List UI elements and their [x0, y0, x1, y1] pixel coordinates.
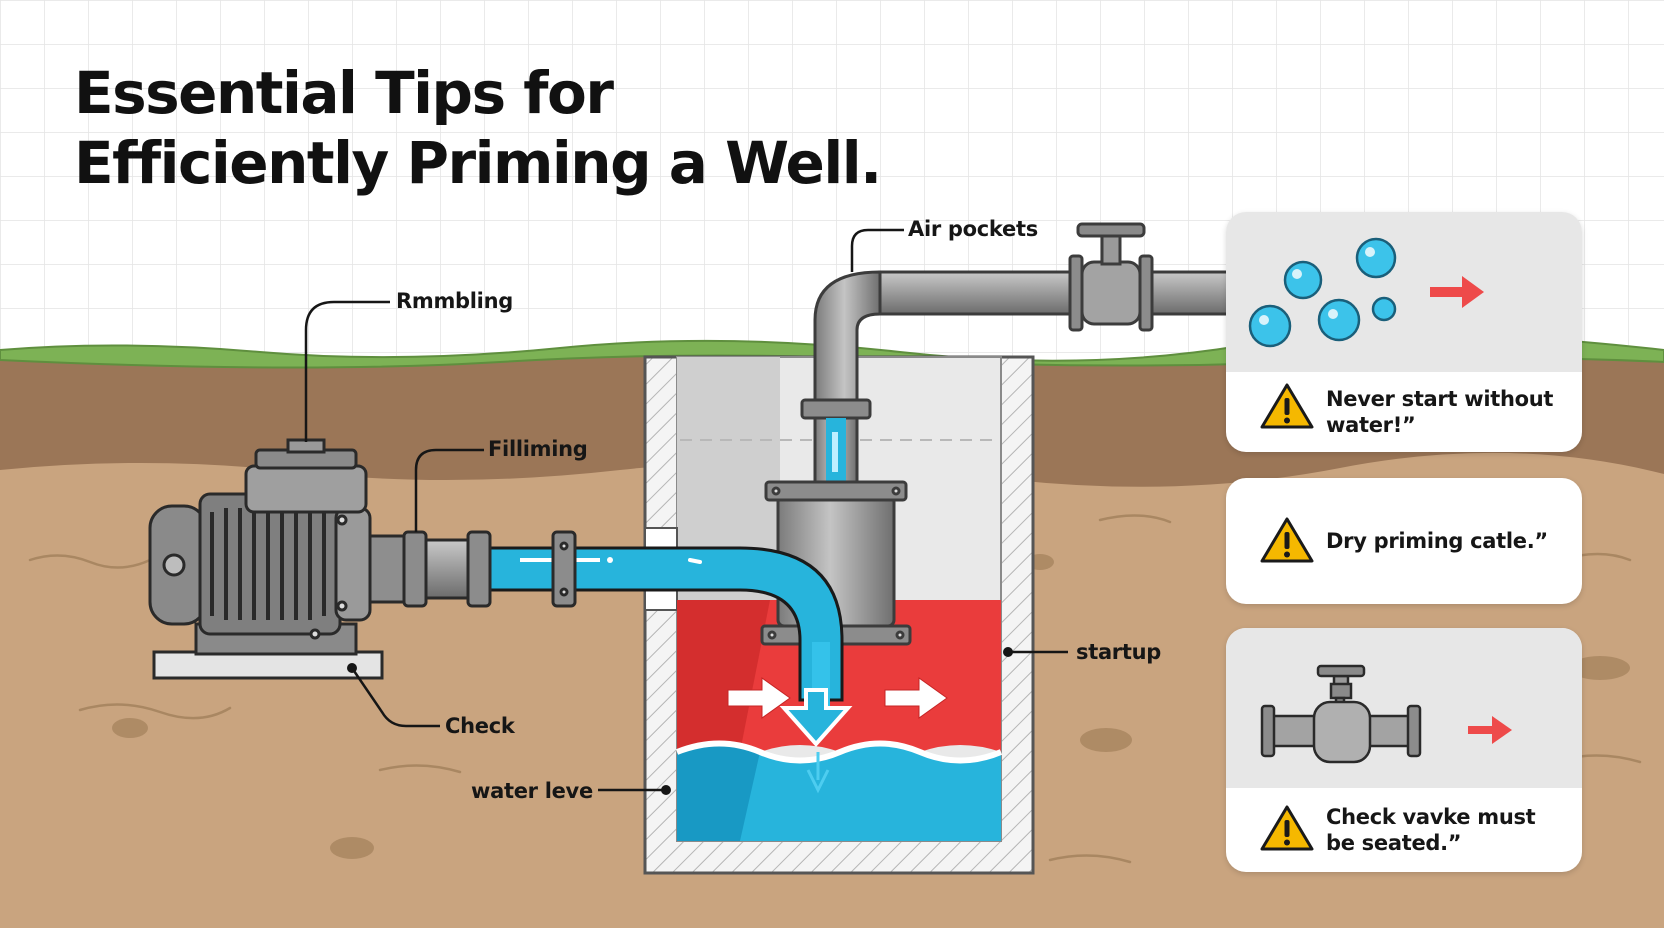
leader-air-pockets: [850, 228, 904, 272]
leader-filming: [414, 448, 484, 532]
motor-pump: [148, 438, 470, 680]
title-line-2: Efficiently Priming a Well.: [74, 129, 882, 197]
leader-lines: [304, 228, 1068, 792]
card-illustration: [1226, 628, 1582, 788]
flow-arrows: [727, 677, 948, 719]
title-line-1: Essential Tips for: [74, 59, 614, 127]
card-text: Never start without water!”: [1326, 387, 1554, 437]
down-arrow-underwater: [806, 752, 830, 794]
well-water: [675, 740, 1003, 841]
warning-icon: [1260, 383, 1314, 429]
tip-card-dry-priming: Dry priming catle.”: [1226, 478, 1582, 604]
warning-icon: [1260, 805, 1314, 851]
leader-dots: [347, 647, 1013, 795]
soil-texture: [28, 514, 1642, 864]
label-startup: startup: [1076, 640, 1161, 664]
warning-icon: [1260, 517, 1314, 563]
gate-valve: [1068, 222, 1154, 332]
air-bubbles-icon: [1248, 237, 1484, 348]
page-title: Essential Tips for Efficiently Priming a…: [74, 58, 882, 198]
label-check: Check: [445, 714, 515, 738]
suction-flanges: [466, 530, 577, 608]
label-filming: Filliming: [488, 437, 588, 461]
tip-card-check-valve: Check vavke must be seated.”: [1226, 628, 1582, 872]
tip-card-air-bubbles: Never start without water!”: [1226, 212, 1582, 452]
leader-check: [350, 667, 440, 728]
card-text: Check vavke must be seated.”: [1326, 805, 1536, 855]
arrow-right-icon: [1430, 276, 1484, 308]
label-air-pockets: Air pockets: [908, 217, 1038, 241]
label-water-level: water leve: [471, 779, 593, 803]
card-text: Dry priming catle.”: [1326, 529, 1548, 553]
card-illustration: [1226, 212, 1582, 372]
arrow-right-icon: [1468, 716, 1512, 744]
leader-rambling: [304, 300, 390, 442]
label-rambling: Rmmbling: [396, 289, 513, 313]
down-arrow: [779, 688, 853, 748]
discharge-pipe: [800, 270, 1232, 420]
check-valve-icon: [1260, 664, 1512, 764]
